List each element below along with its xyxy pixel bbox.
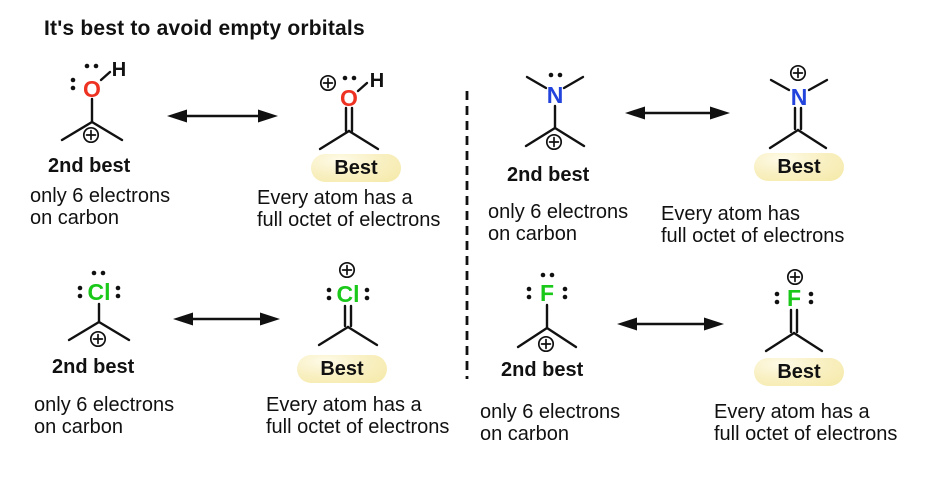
best-label: Best: [334, 156, 378, 179]
resonance-arrow-icon: [617, 317, 724, 331]
plus-charge-icon: [545, 133, 563, 151]
bond-c-left: [764, 331, 796, 353]
structure-nitrogen-2nd-best: N: [524, 72, 586, 151]
structure-oxygen-best: O H: [318, 70, 384, 151]
second-best-label: 2nd best: [48, 155, 131, 177]
lone-pair-dots: [326, 287, 370, 301]
caption-best: Every atom has a full octet of electrons: [257, 187, 441, 231]
plus-charge-icon: [338, 261, 356, 279]
structure-chlorine-2nd-best: Cl: [67, 270, 131, 348]
structure-oxygen-2nd-best: O H: [60, 59, 126, 144]
bond-n-methyl-right: [807, 78, 829, 92]
atom-symbol: O: [340, 85, 358, 111]
lone-pair-dots: [70, 63, 99, 91]
second-best-label: 2nd best: [507, 164, 590, 186]
caption-best: Every atom has full octet of electrons: [661, 203, 845, 247]
best-label: Best: [320, 357, 364, 380]
atom-symbol: N: [791, 84, 808, 110]
second-best-label: 2nd best: [52, 356, 135, 378]
caption-second-best: only 6 electrons on carbon: [34, 394, 175, 438]
bond-c-left: [60, 120, 94, 142]
resonance-arrow-icon: [167, 109, 278, 123]
caption-second-best: only 6 electrons on carbon: [488, 201, 629, 245]
plus-charge-icon: [786, 268, 804, 286]
bond-c-right: [792, 331, 824, 353]
best-label: Best: [777, 155, 821, 178]
plus-charge-icon: [319, 74, 337, 92]
bond-c-right: [553, 126, 586, 148]
structure-chlorine-best: Cl: [317, 261, 379, 347]
hydrogen-symbol: H: [112, 59, 126, 81]
caption-best: Every atom has a full octet of electrons: [266, 394, 450, 438]
plus-charge-icon: [789, 64, 807, 82]
caption-second-best: only 6 electrons on carbon: [480, 401, 621, 445]
lone-pair-dots: [77, 270, 121, 299]
bond-o-h: [356, 81, 369, 93]
bond-c-left: [768, 128, 800, 150]
caption-second-best: only 6 electrons on carbon: [30, 185, 171, 229]
bond-c-left: [516, 326, 549, 349]
structure-fluorine-2nd-best: F: [516, 272, 578, 353]
structure-nitrogen-best: N: [768, 64, 829, 150]
lone-pair-dots: [548, 72, 563, 78]
bond-c-left: [318, 129, 351, 151]
atom-symbol: F: [787, 285, 801, 311]
resonance-arrow-icon: [173, 312, 280, 326]
structure-fluorine-best: F: [764, 268, 824, 353]
bond-c-right: [90, 120, 124, 142]
resonance-arrow-icon: [625, 106, 730, 120]
atom-symbol: Cl: [88, 279, 111, 305]
bond-o-h: [99, 70, 112, 82]
atom-symbol: N: [547, 82, 564, 108]
caption-best: Every atom has a full octet of electrons: [714, 401, 898, 445]
best-label-highlight: Best: [297, 355, 387, 383]
figure-title: It's best to avoid empty orbitals: [44, 17, 365, 40]
atom-symbol: F: [540, 280, 554, 306]
best-label-highlight: Best: [754, 153, 844, 181]
bond-c-right: [347, 129, 380, 151]
bond-n-methyl-left: [769, 78, 791, 92]
bond-c-right: [545, 326, 578, 349]
plus-charge-icon: [89, 330, 107, 348]
bond-n-methyl-right: [562, 75, 585, 90]
second-best-label: 2nd best: [501, 359, 584, 381]
hydrogen-symbol: H: [370, 70, 384, 92]
bond-c-right: [97, 320, 131, 342]
bond-n-methyl-left: [525, 75, 548, 90]
best-label-highlight: Best: [311, 154, 401, 182]
bond-c-left: [524, 126, 557, 148]
bond-c-right: [346, 325, 379, 347]
atom-symbol: O: [83, 76, 101, 102]
best-label: Best: [777, 360, 821, 383]
lone-pair-dots: [526, 272, 568, 300]
plus-charge-icon: [537, 335, 555, 353]
bond-c-left: [317, 325, 350, 347]
atom-symbol: Cl: [337, 281, 360, 307]
lone-pair-dots: [342, 75, 357, 81]
lone-pair-dots: [774, 291, 814, 305]
plus-charge-icon: [82, 126, 100, 144]
bond-c-left: [67, 320, 101, 342]
bond-c-right: [796, 128, 828, 150]
best-label-highlight: Best: [754, 358, 844, 386]
